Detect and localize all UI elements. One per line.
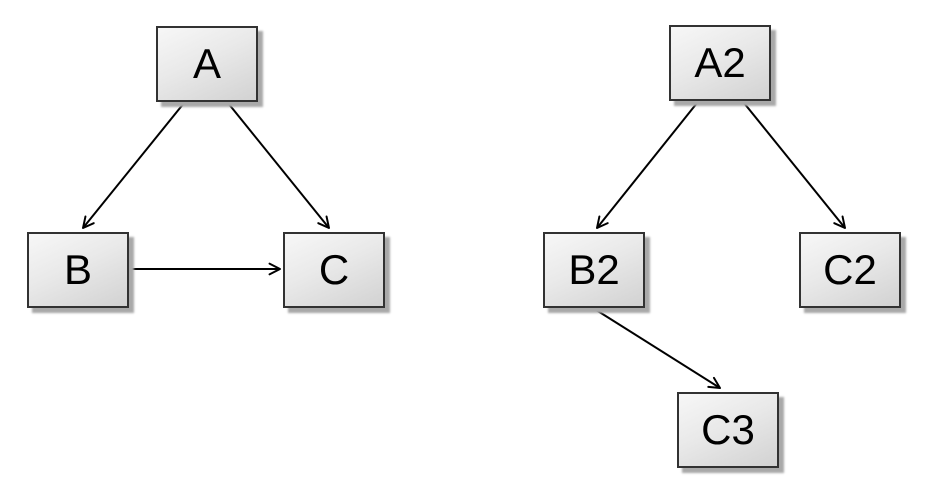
node-B2-label: B2 xyxy=(568,246,620,293)
node-B2[interactable]: B2 xyxy=(543,232,645,308)
node-C3[interactable]: C3 xyxy=(677,392,779,468)
node-C3-label: C3 xyxy=(701,406,755,453)
node-B-label: B xyxy=(63,246,92,293)
node-A-label: A xyxy=(192,40,221,87)
node-A2-label: A2 xyxy=(694,39,746,86)
edge-B2-C3[interactable] xyxy=(592,307,721,389)
node-B[interactable]: B xyxy=(27,232,129,308)
edge-A-C[interactable] xyxy=(227,102,330,229)
node-C2[interactable]: C2 xyxy=(799,232,901,308)
node-C2-label: C2 xyxy=(823,246,877,293)
edge-A-B[interactable] xyxy=(82,102,185,229)
edge-A2-C2[interactable] xyxy=(743,102,846,229)
node-C[interactable]: C xyxy=(283,232,385,308)
edge-A2-B2[interactable] xyxy=(596,102,698,229)
node-A2[interactable]: A2 xyxy=(669,25,771,101)
node-A[interactable]: A xyxy=(156,26,258,102)
node-C-label: C xyxy=(318,246,350,293)
